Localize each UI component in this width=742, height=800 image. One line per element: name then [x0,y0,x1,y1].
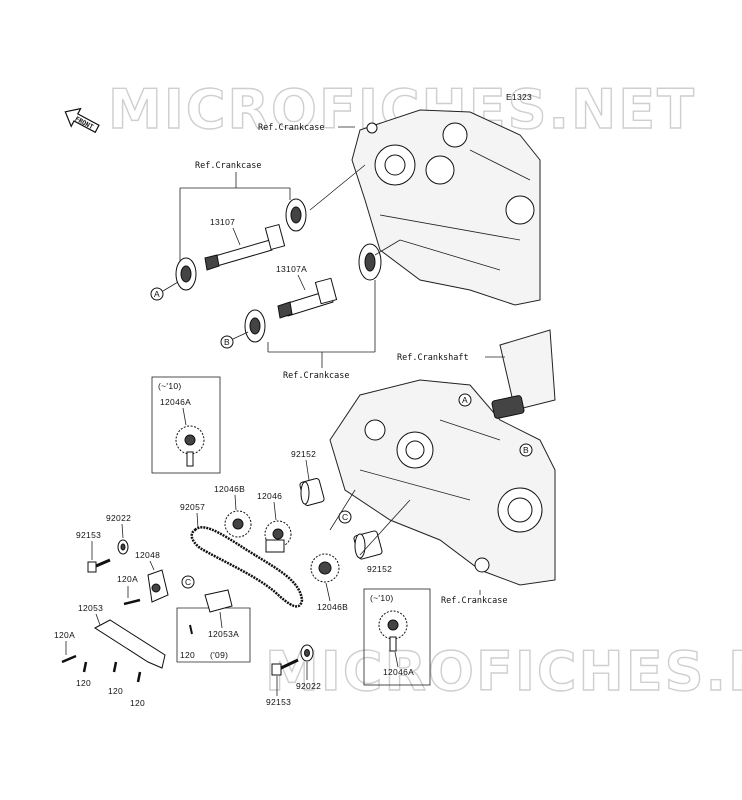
bearing-left-13107a [244,309,266,343]
chain-guide-12053 [94,619,166,669]
svg-text:120: 120 [180,650,195,660]
svg-text:B: B [523,445,529,455]
label-120-c: 120 [130,698,145,708]
bolt-120a-upper [123,598,141,606]
bolt-92153-top [87,558,111,573]
crankcase-upper [351,109,541,306]
bracket-crankcase-left [179,172,291,262]
sprocket-12046b-bottom [310,553,340,583]
svg-text:C: C [185,577,191,587]
bearing-right-13107a [358,243,382,281]
callout-b-right: B [519,443,533,457]
bearing-right-13107 [285,198,307,232]
svg-text:12046A: 12046A [160,397,191,407]
svg-text:12046A: 12046A [383,667,414,677]
label-92152-top: 92152 [291,449,316,459]
bolt-120-c [136,671,142,683]
box-upper-12046a: (~'10) 12046A [151,376,221,474]
diagram-id: E1323 [506,92,532,102]
sprocket-12046 [264,520,292,553]
ref-crankcase-top: Ref.Crankcase [258,123,325,133]
ref-crankcase-bottom: Ref.Crankcase [441,596,508,606]
sprocket-12046b-top [224,510,252,538]
label-12046b-bottom: 12046B [317,602,348,612]
label-92153-bottom: 92153 [266,697,291,707]
label-92022-bottom: 92022 [296,681,321,691]
shaft-13107 [204,223,286,271]
label-92057: 92057 [180,502,205,512]
front-arrow-icon: FRONT [64,107,100,134]
ref-crankshaft: Ref.Crankshaft [397,353,469,363]
washer-92022-bottom [300,644,314,662]
svg-text:12053A: 12053A [208,629,239,639]
shaft-13107a [277,277,338,319]
watermark-bottom: MICROFICHES.NET [265,640,742,703]
callout-a-right: A [458,393,472,407]
washer-92022-top [117,539,129,555]
chain-92057 [190,526,304,608]
bushing-92152-top [299,477,325,507]
svg-text:A: A [462,395,468,405]
leader-lines-upper [309,164,401,256]
svg-text:C: C [342,512,348,522]
label-92153-top: 92153 [76,530,101,540]
label-92022-top: 92022 [106,513,131,523]
svg-text:A: A [154,289,160,299]
svg-text:(~'10): (~'10) [158,381,182,391]
svg-text:B: B [224,337,230,347]
label-120-b: 120 [108,686,123,696]
callout-a-left: A [150,281,179,301]
label-13107a: 13107A [276,264,307,274]
label-12046b-top: 12046B [214,484,245,494]
bearing-left-13107 [175,257,197,291]
label-12046: 12046 [257,491,282,501]
tensioner-12048 [147,569,169,603]
svg-text:('09): ('09) [210,650,228,660]
callout-c-low: C [181,575,195,589]
leader-lines-mid [329,489,411,556]
label-12048: 12048 [135,550,160,560]
label-92152-bottom: 92152 [367,564,392,574]
label-13107: 13107 [210,217,235,227]
callout-b-left: B [220,331,249,349]
box-lower-12046a: (~'10) 12046A [363,588,431,686]
bolt-120-b [112,661,118,673]
box-guide-12053a: 12053A 120 ('09) [176,589,251,663]
crankcase-lower [329,379,556,586]
label-12053: 12053 [78,603,103,613]
label-120a-upper: 120A [117,574,138,584]
callout-c-mid: C [338,510,352,524]
ref-crankcase-left: Ref.Crankcase [195,161,262,171]
label-120-a: 120 [76,678,91,688]
svg-text:(~'10): (~'10) [370,593,394,603]
bolt-92153-bottom [271,658,299,676]
ref-crankcase-mid: Ref.Crankcase [283,371,350,381]
crankshaft [491,329,556,419]
bracket-crankcase-mid [267,280,376,368]
label-120a-lower: 120A [54,630,75,640]
bolt-120a-lower [61,654,77,664]
bolt-120-a [82,661,88,673]
